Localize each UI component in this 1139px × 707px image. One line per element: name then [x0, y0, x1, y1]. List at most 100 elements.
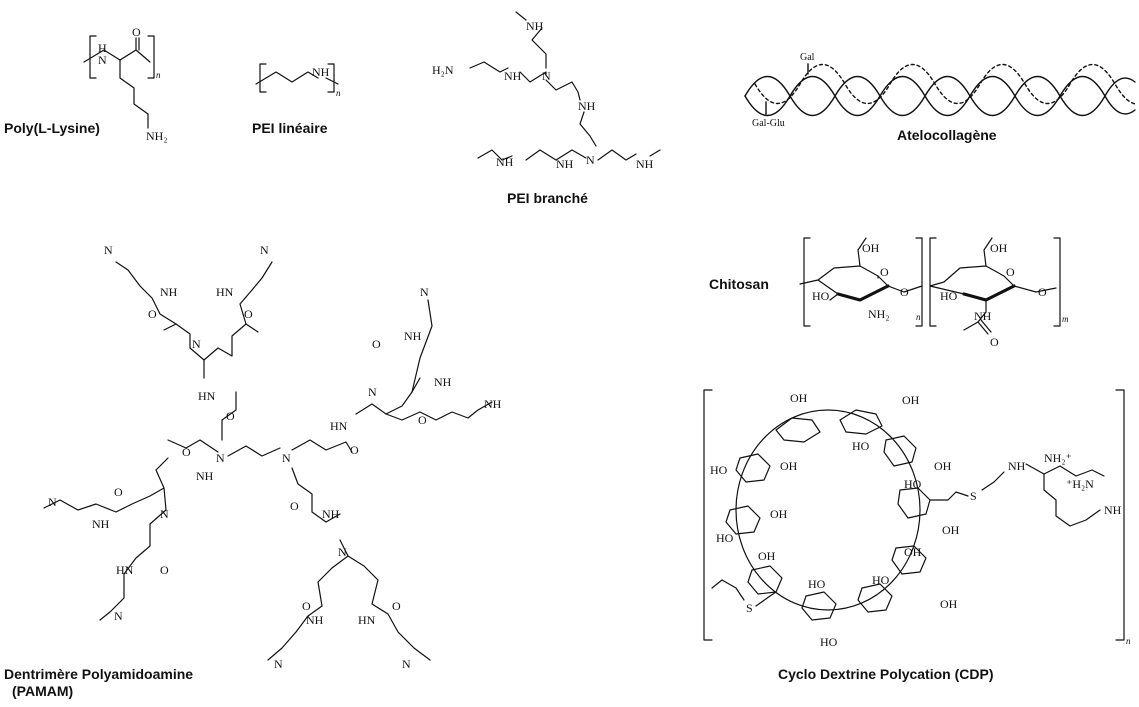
polylysine-nh2: NH₂: [146, 129, 168, 143]
pamam-o-lr2: O: [302, 599, 311, 613]
label-pei-linear: PEI linéaire: [252, 120, 328, 136]
polylysine-h: H: [98, 41, 107, 55]
label-chitosan: Chitosan: [709, 276, 769, 292]
pamam-o-lr1: O: [290, 499, 299, 513]
cdp-ho-a: HO: [852, 439, 870, 453]
pamam-n-top-l: N: [104, 243, 113, 257]
cdp-sub-n: n: [1126, 636, 1131, 646]
pamam-o-ll3: O: [160, 563, 169, 577]
pei-branched-structure: [469, 11, 661, 161]
chitosan-ho-1: HO: [812, 289, 830, 303]
pei-branched-nh-br: NH: [636, 157, 654, 171]
polylysine-o: O: [132, 25, 141, 39]
cdp-oh-d: OH: [934, 459, 952, 473]
chitosan-o-link: O: [900, 285, 909, 299]
pamam-o-ul2: O: [244, 307, 253, 321]
pamam-o-ur3: O: [418, 413, 427, 427]
pamam-hn-lr3: HN: [358, 613, 376, 627]
cdp-oh-b: OH: [902, 393, 920, 407]
atelocollagen-helix: [744, 63, 1136, 116]
cdp-ho-g: HO: [820, 635, 838, 649]
cdp-nh2plus: NH₂⁺: [1044, 451, 1072, 465]
pamam-n-ur: N: [368, 385, 377, 399]
polylysine-sub-n: n: [156, 70, 161, 80]
pamam-nh-lr1: NH: [322, 507, 340, 521]
pamam-structure: [43, 261, 493, 661]
polylysine-structure: [83, 35, 155, 129]
pamam-nh-ll1: NH: [196, 469, 214, 483]
chitosan-o-2: O: [1006, 265, 1015, 279]
pamam-n-lr-right: N: [402, 657, 411, 671]
pei-branched-h2n: H₂N: [432, 63, 454, 77]
pei-branched-nh-mid: NH: [578, 99, 596, 113]
cdp-plush2n: ⁺H₂N: [1066, 477, 1094, 491]
pei-branched-n-bottom: N: [586, 153, 595, 167]
chitosan-oh-2: OH: [990, 241, 1008, 255]
pamam-hn-1: HN: [198, 389, 216, 403]
label-pamam-line1: Dentrimère Polyamidoamine: [4, 666, 194, 682]
label-pei-branched: PEI branché: [507, 190, 588, 206]
pei-linear-sub-n: n: [336, 88, 341, 98]
pamam-o-1: O: [226, 409, 235, 423]
cdp-oh-c: OH: [780, 459, 798, 473]
atelocollagen-gal: Gal: [800, 52, 815, 63]
pamam-n-lr-left: N: [274, 657, 283, 671]
label-pamam-line2: (PAMAM): [12, 683, 74, 699]
cdp-oh-i: OH: [940, 597, 958, 611]
chitosan-structure: [799, 237, 1061, 335]
pamam-hn-ll3: HN: [116, 563, 134, 577]
pamam-o-ur2: O: [372, 337, 381, 351]
structure-text: H N O n NH₂ NH n NH H₂N NH N NH NH NH N …: [48, 19, 1131, 671]
cdp-ho-d: HO: [904, 477, 922, 491]
pamam-n-ll-left: N: [48, 495, 57, 509]
polylysine-n: N: [98, 53, 107, 67]
pamam-hn-ur: HN: [330, 419, 348, 433]
chitosan-o-amide: O: [990, 335, 999, 349]
cdp-nh-end: NH: [1104, 503, 1122, 517]
pamam-o-ll2: O: [114, 485, 123, 499]
pamam-n-core-r: N: [282, 451, 291, 465]
pei-branched-n-center: N: [542, 69, 551, 83]
cdp-ho-f: HO: [872, 573, 890, 587]
label-cdp: Cyclo Dextrine Polycation (CDP): [778, 666, 994, 682]
cdp-oh-g: OH: [758, 549, 776, 563]
pamam-nh-lr2: NH: [306, 613, 324, 627]
cdp-s-right: S: [970, 489, 977, 503]
pamam-nh-ur4: NH: [484, 397, 502, 411]
pei-linear-nh: NH: [312, 65, 330, 79]
cdp-oh-e: OH: [770, 507, 788, 521]
chitosan-sub-m: m: [1062, 314, 1069, 324]
pamam-nh-ll2: NH: [92, 517, 110, 531]
cdp-oh-f: OH: [942, 523, 960, 537]
pamam-o-lr3: O: [392, 599, 401, 613]
pamam-o-ur1: O: [350, 443, 359, 457]
pamam-o-ul1: O: [148, 307, 157, 321]
label-polylysine: Poly(L-Lysine): [4, 120, 100, 136]
cdp-ho-c: HO: [716, 531, 734, 545]
chitosan-sub-n: n: [916, 312, 921, 322]
pei-branched-nh-bl: NH: [496, 155, 514, 169]
cdp-ho-e: HO: [808, 577, 826, 591]
label-atelocollagen: Atelocollagène: [897, 127, 997, 143]
pamam-n-ur-top: N: [420, 285, 429, 299]
atelocollagen-galglu: Gal-Glu: [752, 118, 785, 129]
pei-branched-nh-left: NH: [504, 69, 522, 83]
chitosan-oh-1: OH: [862, 241, 880, 255]
pei-branched-nh-top: NH: [526, 19, 544, 33]
cdp-ho-b: HO: [710, 463, 728, 477]
pamam-hn-ul2: HN: [216, 285, 234, 299]
chitosan-o-1: O: [880, 265, 889, 279]
chitosan-nh: NH: [974, 309, 992, 323]
pei-branched-nh-bm: NH: [556, 157, 574, 171]
chitosan-ho-2: HO: [940, 289, 958, 303]
pamam-nh-ul1: NH: [160, 285, 178, 299]
pamam-nh-ur3: NH: [434, 375, 452, 389]
pamam-n-lr: N: [338, 545, 347, 559]
pamam-n-ll-bottom: N: [114, 609, 123, 623]
cdp-oh-h: OH: [904, 545, 922, 559]
cdp-oh-a: OH: [790, 391, 808, 405]
pei-linear-structure: [255, 63, 339, 93]
pamam-n-core-l: N: [216, 451, 225, 465]
